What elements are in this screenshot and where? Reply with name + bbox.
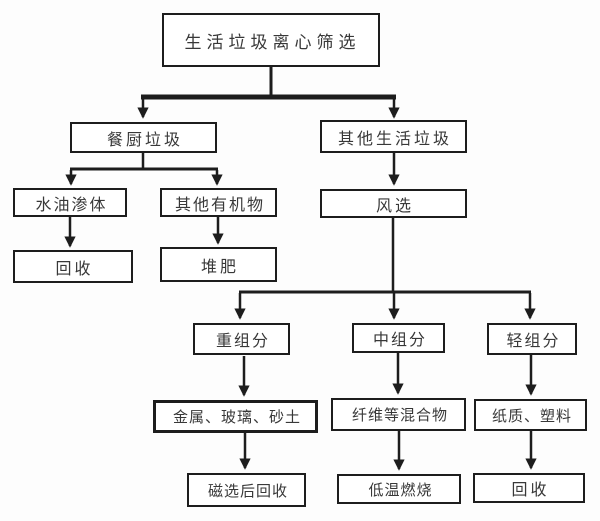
node-kitchen-waste: 餐厨垃圾 [70,122,217,153]
node-wind-sorting: 风选 [320,189,467,218]
node-recycle-right: 回收 [473,473,585,503]
node-other-waste: 其他生活垃圾 [320,120,467,153]
node-paper-plastic: 纸质、塑料 [474,399,587,431]
node-root: 生活垃圾离心筛选 [162,13,380,67]
node-magnetic-recycle: 磁选后回收 [187,473,306,507]
node-compost: 堆肥 [160,247,277,282]
node-fiber-mixture: 纤维等混合物 [331,398,466,431]
node-other-organics: 其他有机物 [160,188,277,217]
node-water-oil: 水油渗体 [13,188,127,217]
node-heavy-fraction: 重组分 [193,323,290,355]
node-light-fraction: 轻组分 [487,323,577,355]
node-metal-glass-sand: 金属、玻璃、砂土 [153,400,318,433]
node-low-temp-burn: 低温燃烧 [337,474,461,504]
node-recycle-left: 回收 [13,250,133,283]
node-middle-fraction: 中组分 [352,323,445,353]
